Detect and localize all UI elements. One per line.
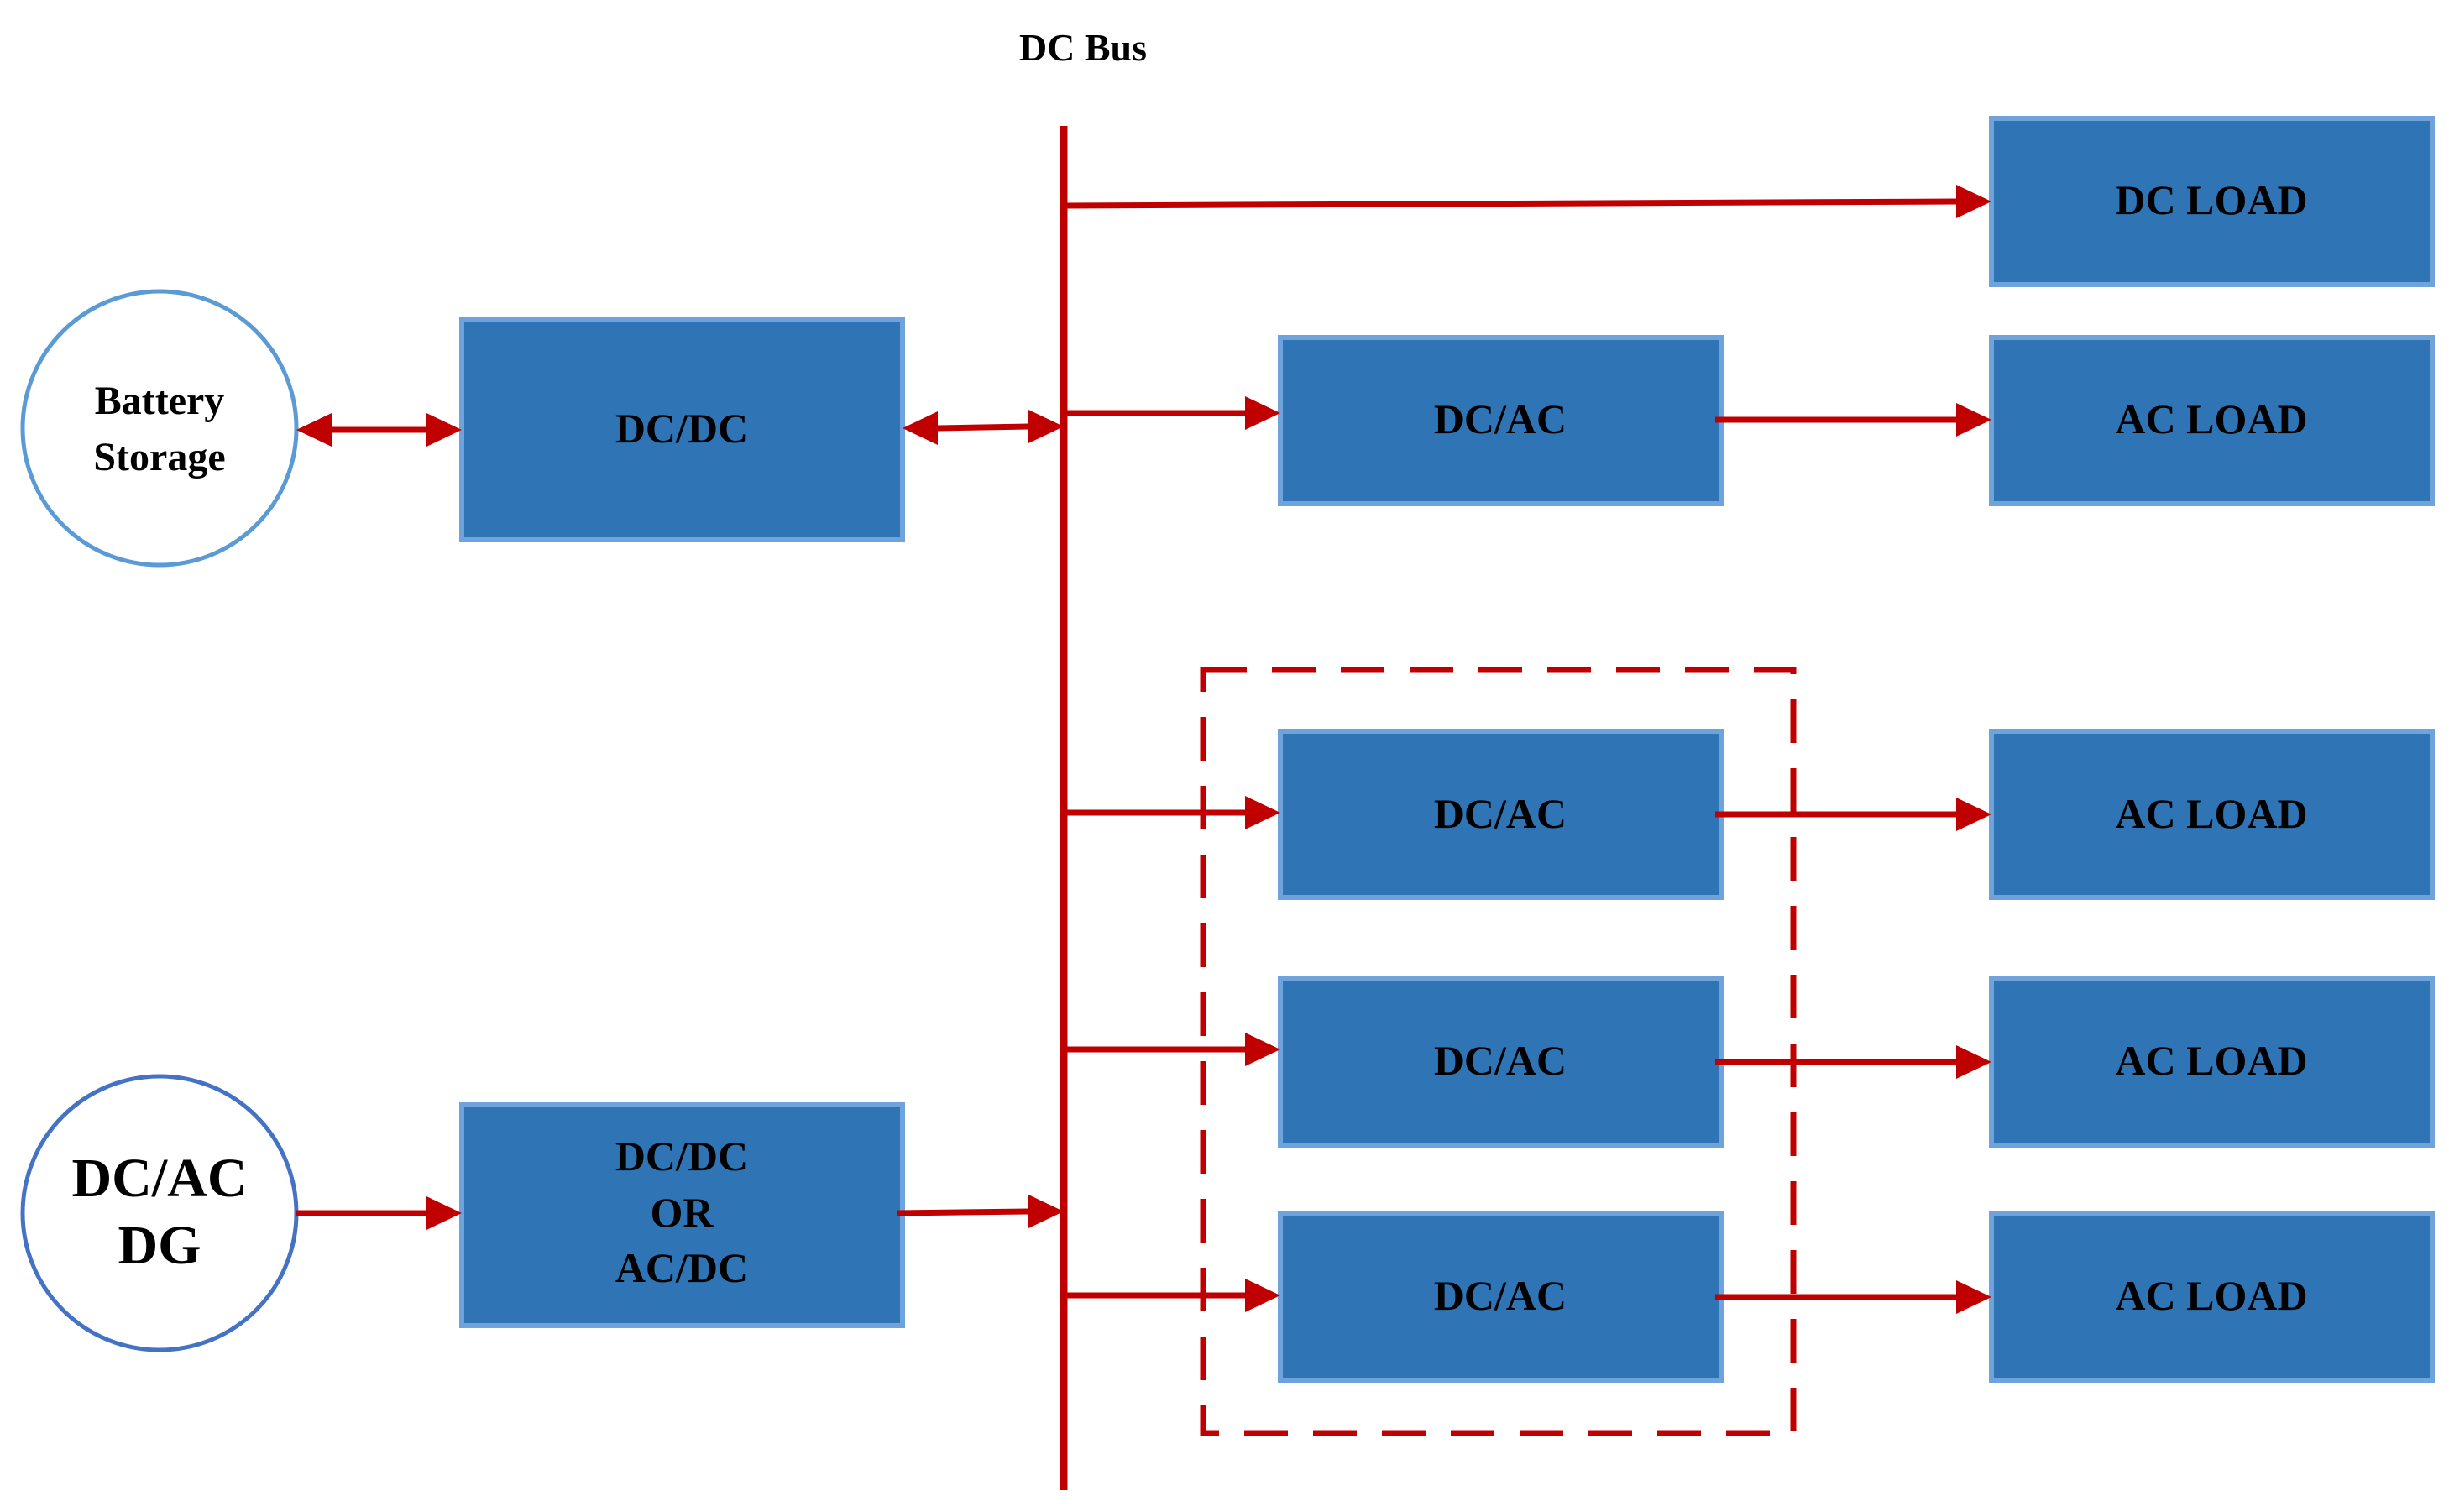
dg-source-node[interactable]: DC/AC DG [20, 1074, 299, 1352]
arrowhead-icon [1956, 1045, 1991, 1079]
dc-load[interactable]: DC LOAD [1989, 116, 2435, 287]
battery-storage-node[interactable]: Battery Storage [20, 289, 299, 568]
ac-load-4[interactable]: AC LOAD [1989, 1211, 2435, 1383]
bus-to-dc-load-connector [1063, 185, 1991, 218]
dc-bus-label: DC Bus [1019, 26, 1147, 69]
bus-to-inverter-4-connector [1064, 1279, 1280, 1312]
dg-label-line2: DG [118, 1215, 201, 1276]
arrowhead-icon [1245, 396, 1280, 430]
battery-label-line1: Battery [95, 379, 225, 423]
bidirectional-arrow-icon [1028, 410, 1064, 443]
arrowhead-icon [1956, 185, 1991, 218]
dg-converter-label-line2: OR [651, 1189, 714, 1236]
ac-load-2-label: AC LOAD [2115, 790, 2307, 837]
inverter-1[interactable]: DC/AC [1278, 335, 1724, 506]
arrowhead-icon [1245, 796, 1280, 829]
inverter-2-to-ac-load-2-connector [1715, 798, 1991, 831]
ac-load-3[interactable]: AC LOAD [1989, 976, 2435, 1148]
arrowhead-icon [1245, 1033, 1280, 1066]
bidirectional-arrow-icon [426, 413, 462, 447]
dg-converter[interactable]: DC/DC OR AC/DC [459, 1102, 905, 1328]
dg-converter-label-line3: AC/DC [615, 1244, 748, 1291]
battery-dcdc-converter[interactable]: DC/DC [459, 317, 905, 542]
dg-to-converter-connector [296, 1196, 462, 1230]
ac-load-4-label: AC LOAD [2115, 1272, 2307, 1319]
arrowhead-icon [426, 1196, 462, 1230]
arrowhead-icon [1028, 1195, 1064, 1228]
ac-load-1[interactable]: AC LOAD [1989, 335, 2435, 506]
inverter-1-label: DC/AC [1434, 395, 1567, 442]
inverter-4-to-ac-load-4-connector [1715, 1280, 1991, 1314]
ac-load-1-label: AC LOAD [2115, 395, 2307, 442]
bus-to-inverter-1-connector [1064, 396, 1280, 430]
inverter-2[interactable]: DC/AC [1278, 729, 1724, 900]
arrowhead-icon [1956, 403, 1991, 437]
arrowhead-icon [1956, 1280, 1991, 1314]
battery-to-dcdc-bidirectional-connector [296, 413, 462, 447]
inverter-1-to-ac-load-1-connector [1715, 403, 1991, 437]
dc-load-label: DC LOAD [2115, 176, 2307, 223]
bus-to-inverter-2-connector [1064, 796, 1280, 829]
ac-load-3-label: AC LOAD [2115, 1037, 2307, 1084]
battery-label-line2: Storage [93, 435, 225, 479]
inverter-2-label: DC/AC [1434, 790, 1567, 837]
inverter-4-label: DC/AC [1434, 1272, 1567, 1319]
dg-converter-to-bus-connector [896, 1195, 1064, 1228]
ac-load-2[interactable]: AC LOAD [1989, 729, 2435, 900]
inverter-group-enclosure [1200, 667, 1797, 1436]
inverter-3-to-ac-load-3-connector [1715, 1045, 1991, 1079]
battery-dcdc-label: DC/DC [615, 405, 748, 452]
inverter-3[interactable]: DC/AC [1278, 976, 1724, 1148]
arrowhead-icon [1245, 1279, 1280, 1312]
dg-converter-label-line1: DC/DC [615, 1133, 748, 1180]
inverter-3-label: DC/AC [1434, 1037, 1567, 1084]
bus-to-inverter-3-connector [1064, 1033, 1280, 1066]
inverter-4[interactable]: DC/AC [1278, 1211, 1724, 1383]
bidirectional-arrow-icon [903, 411, 938, 445]
arrowhead-icon [1956, 798, 1991, 831]
dcdc-to-bus-bidirectional-connector [903, 410, 1064, 445]
dg-label-line1: DC/AC [72, 1148, 248, 1209]
bidirectional-arrow-icon [296, 413, 332, 447]
